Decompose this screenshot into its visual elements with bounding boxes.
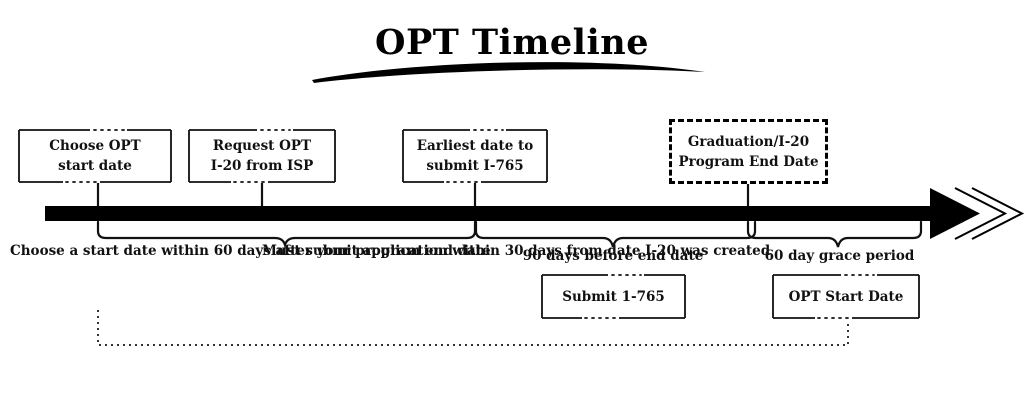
caption-choose-start-date-note: Choose a start date within 60 days after… xyxy=(10,241,491,262)
timeline-chevron-outline-1 xyxy=(954,187,1008,240)
timeline-bar xyxy=(45,206,953,221)
page-title: OPT Timeline xyxy=(375,22,649,63)
caption-ninety-days-before-end-date: 90 days before end date xyxy=(508,246,718,267)
node-label: Submit 1-765 xyxy=(556,287,671,307)
brace-left xyxy=(96,220,477,249)
node-label-line: Choose OPT xyxy=(49,138,141,154)
node-label-line: Graduation/I-20 xyxy=(687,133,810,150)
timeline-braces xyxy=(96,220,923,249)
node-earliest-date-submit-i765[interactable]: Earliest date to submit I-765 xyxy=(402,129,548,183)
node-request-opt-i20[interactable]: Request OPT I-20 from ISP xyxy=(188,129,336,183)
node-label-line: Request OPT xyxy=(212,138,312,154)
timeline-chevron-outline-2 xyxy=(971,187,1024,240)
node-label-line: start date xyxy=(58,158,132,174)
caption-must-submit-note: Must submit application within 30 days f… xyxy=(262,241,770,262)
brace-right xyxy=(746,220,923,248)
caption-line: 60 days after your xyxy=(213,243,351,259)
title-swash-underline xyxy=(312,62,705,83)
node-label: Graduation/I-20 Program End Date xyxy=(672,132,824,172)
grace-period-dotted-link xyxy=(97,310,849,346)
caption-line: Must submit application xyxy=(262,243,448,259)
caption-line: I-20 was created xyxy=(645,243,771,259)
node-label-line: Program End Date xyxy=(678,153,819,170)
caption-line: 60 day grace period xyxy=(764,248,915,264)
caption-line: 90 days before end date xyxy=(522,248,704,264)
node-label-line: OPT Start Date xyxy=(788,288,904,305)
timeline-arrowhead-solid xyxy=(930,188,980,239)
node-choose-opt-start-date[interactable]: Choose OPT start date xyxy=(18,129,172,183)
node-label-line: submit I-765 xyxy=(426,158,524,174)
node-label-line: I-20 from ISP xyxy=(210,158,314,174)
node-label-line: Earliest date to xyxy=(416,138,534,154)
node-label: Earliest date to submit I-765 xyxy=(411,136,539,176)
caption-line: Choose a start date within xyxy=(10,243,209,259)
caption-line: within 30 days from date xyxy=(452,243,641,259)
node-label: Choose OPT start date xyxy=(43,136,146,176)
node-graduation-program-end-date[interactable]: Graduation/I-20 Program End Date xyxy=(669,119,828,184)
node-label: Request OPT I-20 from ISP xyxy=(205,136,320,176)
caption-line: program end date xyxy=(355,243,491,259)
node-label: OPT Start Date xyxy=(783,287,910,307)
node-submit-1-765[interactable]: Submit 1-765 xyxy=(541,274,686,319)
node-opt-start-date[interactable]: OPT Start Date xyxy=(772,274,920,319)
node-label-line: Submit 1-765 xyxy=(562,288,665,305)
caption-sixty-day-grace-period: 60 day grace period xyxy=(752,246,927,267)
